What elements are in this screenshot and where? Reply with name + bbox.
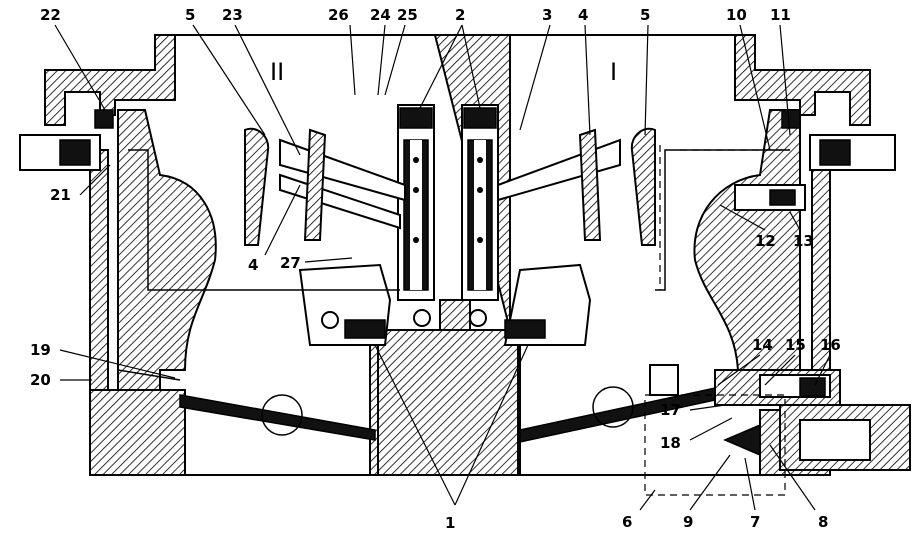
callout-1: 1 xyxy=(445,514,455,532)
callout-17: 17 xyxy=(660,401,681,419)
callout-10: 10 xyxy=(726,6,747,24)
callout-3: 3 xyxy=(542,6,552,24)
callout-27: 27 xyxy=(280,254,301,272)
callout-19: 19 xyxy=(30,341,51,359)
callout-18: 18 xyxy=(660,434,681,452)
callout-22: 22 xyxy=(40,6,61,24)
callout-23: 23 xyxy=(222,6,243,24)
chamber-label-primary: I xyxy=(610,58,617,86)
chamber-label-secondary: II xyxy=(270,58,284,86)
spray-nozzles xyxy=(279,138,621,230)
emulsion-tubes xyxy=(397,104,499,301)
callout-20: 20 xyxy=(30,371,51,389)
carburetor-body xyxy=(44,34,871,476)
callout-leaders xyxy=(54,24,831,511)
callout-24: 24 xyxy=(370,6,391,24)
linkage xyxy=(298,263,592,346)
power-valve-assembly xyxy=(644,184,911,496)
callout-16: 16 xyxy=(820,336,841,354)
callout-4-left: 4 xyxy=(248,256,258,274)
fuel-channels xyxy=(117,145,790,381)
callout-8: 8 xyxy=(818,513,828,531)
callout-21: 21 xyxy=(50,186,71,204)
callout-9: 9 xyxy=(683,513,693,531)
callout-5-left: 5 xyxy=(185,6,195,24)
callout-26: 26 xyxy=(328,6,349,24)
callout-4-right: 4 xyxy=(578,6,588,24)
callout-7: 7 xyxy=(750,513,760,531)
idle-jets xyxy=(19,109,896,171)
throttle-plates xyxy=(179,386,716,443)
small-venturis xyxy=(244,127,656,246)
callout-2: 2 xyxy=(455,6,465,24)
callout-5-right: 5 xyxy=(640,6,650,24)
callout-11: 11 xyxy=(770,6,791,24)
callout-6: 6 xyxy=(622,513,632,531)
callout-13: 13 xyxy=(793,232,814,250)
callout-15: 15 xyxy=(785,336,806,354)
callout-labels: 1 2 3 4 4 5 5 6 7 8 9 10 11 12 13 14 15 … xyxy=(30,6,841,532)
callout-25: 25 xyxy=(397,6,418,24)
callout-12: 12 xyxy=(755,232,776,250)
callout-14: 14 xyxy=(752,336,773,354)
